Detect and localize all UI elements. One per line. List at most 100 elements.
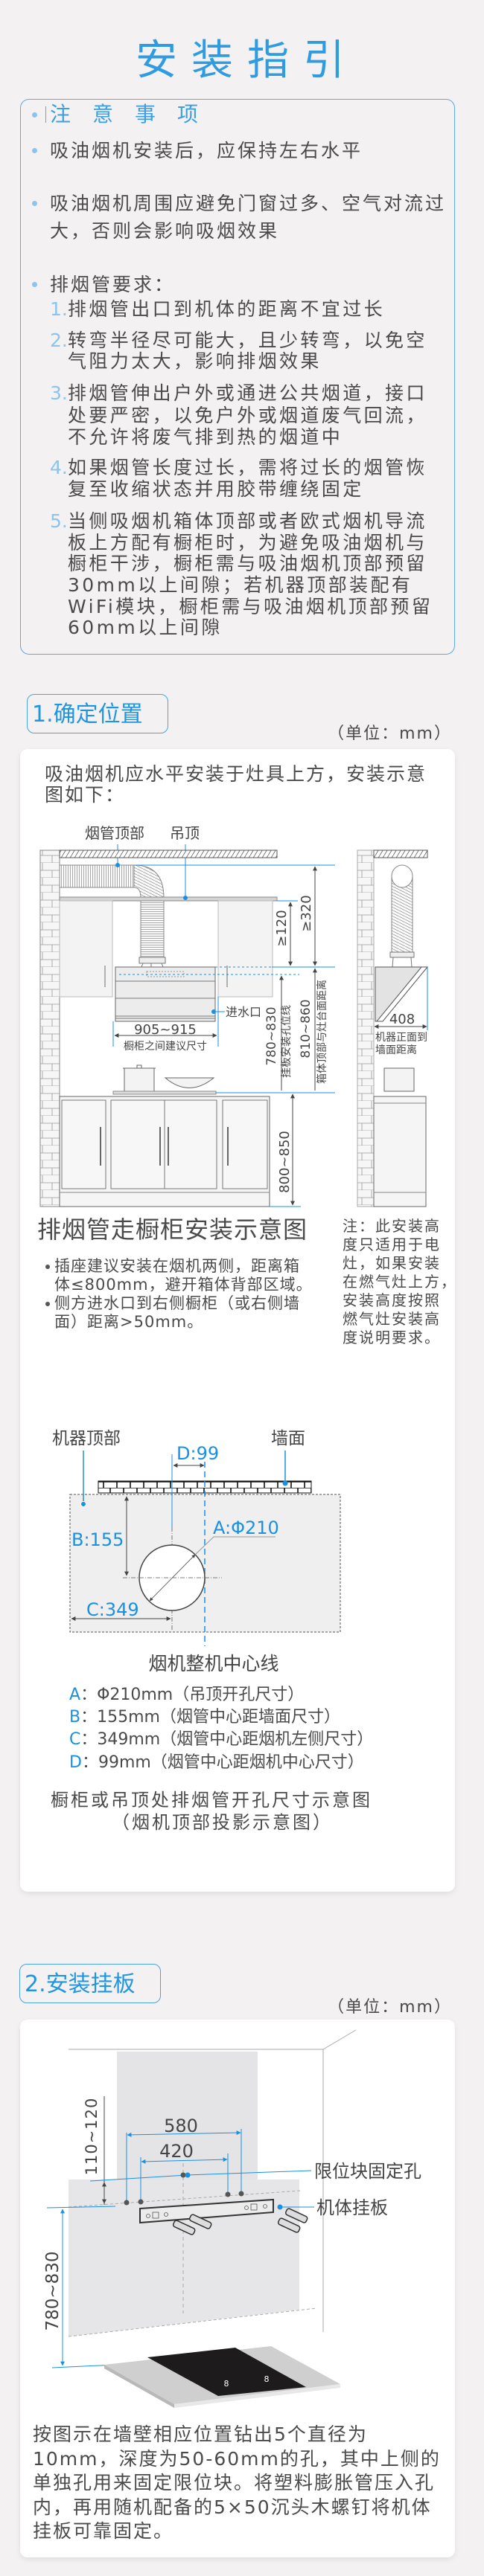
machine-top-marker [80,1501,86,1507]
sub-item-number: 4. [50,457,68,478]
cabinet-door [222,1099,268,1189]
legend-key: D [69,1753,82,1772]
exhaust-duct [59,864,135,888]
side-cabinet-lines [374,1102,426,1193]
side-ceiling [373,849,428,858]
side-pot-icon [383,1067,415,1092]
duct-bracket [141,963,164,968]
label-c: C:349 [86,1599,139,1620]
notice-box [20,99,455,655]
side-wall [357,849,375,1207]
hanging-plate [139,2198,274,2224]
sub-item-text: WiFi模块，橱柜需与吸油烟机顶部预留 [68,596,433,617]
duct-top-marker [115,863,120,867]
note-text: 灶，如果安装 [343,1254,441,1272]
label-machine-top: 机器顶部 [52,1429,121,1448]
section-2-heading: 2.安装挂板 [19,1964,161,2003]
cabinet-door [110,1099,165,1189]
countertop-front [174,2384,340,2408]
legend-item: B：155mm（烟管中心距墙面尺寸） [69,1709,340,1726]
section-1-heading: 1.确定位置 [27,694,168,733]
dim-depth: 408 [389,1012,415,1027]
label-center-line: 烟机整机中心线 [148,1653,278,1674]
dim-guide-lines [126,2129,242,2202]
label-d: D:99 [176,1443,219,1464]
bullet-text: 插座建议安装在烟机两侧，距离箱 [54,1257,300,1275]
side-cabinet [373,1096,427,1207]
sub-item-text: 板上方配有橱柜时，为避免吸油烟机与 [68,532,427,553]
water-inlet-marker [211,1009,216,1014]
mounting-plate-diagram: 110~120 限位块固定孔 580 420 [43,2029,421,2408]
label-limit-hole: 限位块固定孔 [314,2161,421,2182]
dim-counter-height-label: 800~850 [277,1131,293,1193]
label-depth-1: 机器正面到 [375,1032,427,1044]
sub-item-text: 复至收缩状态并用胶带缠绕固定 [68,478,364,500]
cabinet-door [61,1099,106,1189]
label-depth-2: 墙面距离 [375,1044,417,1056]
side-duct-collar [389,951,415,958]
dim-320-label: ≥320 [299,895,314,931]
legend-key: C [69,1730,81,1749]
unit-label: （单位：mm） [328,1998,452,2017]
dim-box-height-label: 箱体顶部与灶台面距离 [316,980,328,1084]
limit-hole-leader [186,2170,312,2176]
burner-knob: 8 [224,2379,229,2389]
sub-item-text: 转弯半径尽可能大，且少转弯，以免空 [68,330,427,351]
label-cabinet-gap: 橱柜之间建议尺寸 [124,1041,207,1053]
sub-item-number: 2. [50,330,68,351]
hood-backboard [69,2180,299,2336]
label-a: A:Φ210 [213,1517,279,1538]
legend-item: A：Φ210mm（吊顶开孔尺寸） [69,1687,304,1703]
limit-hole-line [89,2174,188,2182]
sub-item-text: 处要严密，以免户外或烟道废气回流， [68,405,427,426]
cabinet-handles [100,1127,229,1166]
cabinet-diagram-caption: 排烟管走橱柜安装示意图 [37,1215,308,1244]
countertop-edge [104,2365,174,2408]
cabinet-install-diagram: 烟管顶部 吊顶 ≥120 [39,824,429,1207]
legend-text: ：349mm（烟管中心距烟机左侧尺寸） [80,1730,374,1749]
dim-120-label: ≥120 [274,910,290,946]
ceiling-slab [59,849,278,858]
hole-projection-diagram: 机器顶部 墙面 D:99 A:Φ210 B:155 C:349 烟机整机中心线 [52,1429,341,1674]
side-hood-panel [375,966,429,1022]
mounting-line [68,2190,301,2208]
hole-diagram-caption: 橱柜或吊顶处排烟管开孔尺寸示意图 [51,1790,372,1811]
notice-heading: 注意事项 [50,102,220,126]
instruction-text: 内，再用随机配备的5×50沉头木螺钉将机体 [33,2496,432,2518]
hole-diagram-subcaption: （烟机顶部投影示意图） [112,1812,333,1833]
limit-hole [180,2172,186,2178]
side-bracket [392,957,413,968]
label-plate: 机体挂板 [316,2197,388,2218]
pot-icon [124,1067,155,1092]
wall-corner-edge [322,2029,357,2050]
burner-knob: 8 [264,2374,270,2384]
notice-item: 大，否则会影响吸烟效果 [50,220,280,242]
sub-item-number: 5. [50,510,68,532]
unit-label: （单位：mm） [328,725,452,743]
label-wall: 墙面 [271,1429,305,1448]
bullet-icon [32,112,37,118]
sub-item-text: 如果烟管长度过长，需将过长的烟管恢 [68,457,427,478]
note-text: 度只适用于电 [343,1236,441,1253]
dim-420: 420 [159,2141,194,2162]
left-wall [39,849,60,1207]
sub-item-text: 橱柜干涉，橱柜需与吸油烟机顶部预留 [68,553,427,574]
upper-cabinet-right [217,900,273,998]
label-water-inlet: 进水口 [226,1005,261,1019]
sub-item-number: 3. [50,382,68,404]
notice-item: 吸油烟机周围应避免门窗过多、空气对流过 [50,193,447,214]
bullet-icon [45,1265,50,1269]
dim-plate-height-label: 挂板安装孔位线 [281,1005,293,1078]
sub-item-text: 60mm以上间隙 [68,617,223,638]
sub-item-text: 不允许将废气排到热的烟道中 [68,426,343,448]
instruction-text: 按图示在墙壁相应位置钻出5个直径为 [33,2424,368,2445]
instruction-text: 挂板可靠固定。 [33,2520,174,2542]
bullet-icon [32,282,37,287]
side-duct-top [391,864,413,888]
legend-item: D：99mm（烟管中心距烟机中心尺寸） [69,1755,364,1771]
dim-580-arrow [127,2130,241,2137]
dim-plate-height-value: 780~830 [264,1006,279,1065]
instruction-text: 10mm，深度为50-60mm的孔，其中上侧的 [33,2448,441,2470]
dim-top-gap-label: 110~120 [83,2098,101,2176]
